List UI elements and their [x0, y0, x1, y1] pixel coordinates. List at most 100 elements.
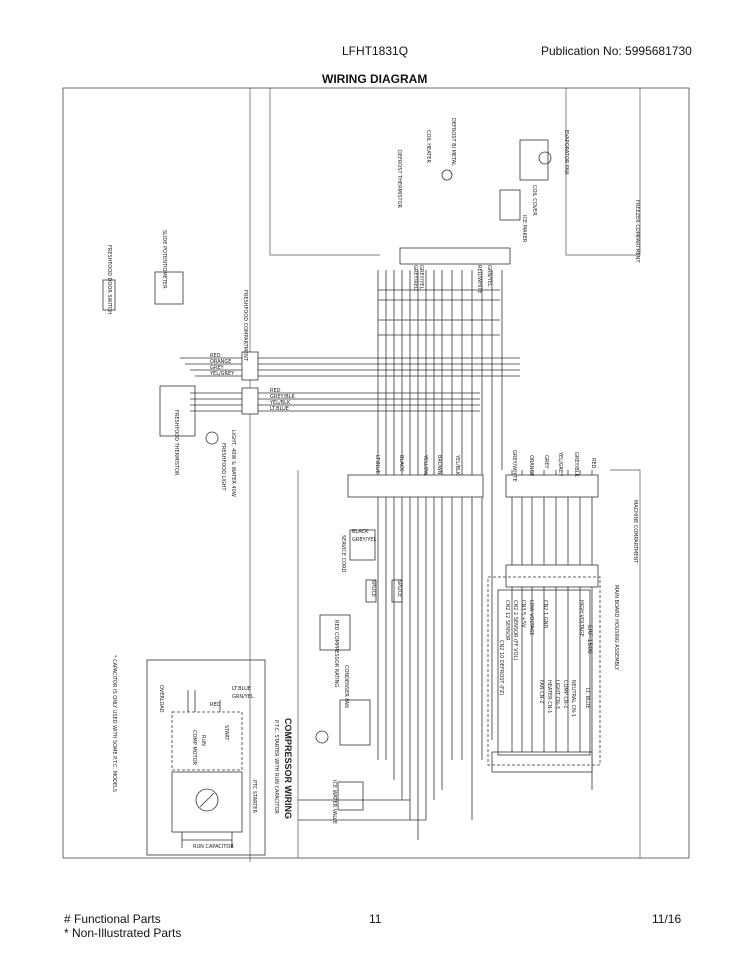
- wire-label-greyblk: GREY/BLK: [573, 452, 579, 477]
- run-label: RUN: [200, 735, 206, 746]
- board-label-gnd: CN2 1 GND: [542, 600, 548, 628]
- horizontal-wire-runs: [180, 289, 520, 821]
- left-label-red: RED: [210, 353, 221, 359]
- board-label-light: LIGHT CN-3: [554, 680, 560, 709]
- fuse-a-label: SPLICE: [370, 580, 376, 597]
- wire-label-grnyel: GRN/YEL: [486, 265, 492, 287]
- evaporator-fan-motor: [538, 151, 552, 165]
- coil-cover-label: COIL COVER: [531, 185, 537, 216]
- light-note-label: LIGHT, 40W & WATER 40W: [230, 430, 236, 497]
- board-connector-top: [505, 564, 599, 588]
- compressor-wiring-title: COMPRESSOR WIRING: [283, 718, 293, 819]
- wire-label-yellow: YELLOW: [422, 454, 428, 476]
- black-label: BLACK: [352, 529, 369, 535]
- comp-motor-box: [171, 711, 243, 771]
- erf-label: ERF-1500: [586, 625, 593, 654]
- wire-label-yelblk: YEL/BLK: [454, 454, 460, 476]
- red-label: RED: [210, 702, 221, 708]
- wire-label-redwhite: RED/WHITE: [476, 265, 482, 294]
- slide-potentiometer-label: SLIDE POTENTIOMETER: [161, 230, 167, 289]
- grey-yel-label: GREY/YEL: [352, 537, 376, 543]
- diagram-labels: FREEZER COMPARTMENT FRESHFOOD COMPARTMEN…: [106, 118, 640, 850]
- left-label-red-2: RED: [270, 388, 281, 394]
- evaporator-fan-box: [519, 139, 549, 181]
- right-harness-connector: [505, 474, 599, 498]
- compressor-wiring-box: [146, 659, 266, 856]
- ptc-diagonal: [199, 792, 215, 808]
- main-board: [497, 589, 591, 756]
- fuse-b-box: [391, 579, 403, 603]
- freshfood-thermistor-box: [159, 385, 196, 437]
- ice-water-valve-box: [337, 781, 364, 811]
- wire-label-yelgrey: YEL/GREY: [557, 451, 563, 477]
- board-label-comp: COMP CN-1: [562, 680, 568, 709]
- wire-label-greyred: GREY/RED: [412, 265, 418, 291]
- fuse-a-box: [365, 579, 377, 603]
- fuse-b-label: SPLICE: [396, 580, 402, 597]
- board-label-sensor: CN2 12 SENSOR: [504, 600, 510, 641]
- slide-potentiometer-box: [154, 271, 184, 305]
- board-label-neutral: NEUTRAL CN-1: [570, 680, 576, 717]
- diagram-frame: [62, 87, 690, 859]
- main-board-label: MAIN BOARD HOUSING ASSEMBLY: [613, 585, 619, 671]
- freezer-compartment-label: FREEZER COMPARTMENT: [634, 200, 640, 264]
- legend-functional: # Functional Parts: [64, 912, 161, 926]
- wire-label-red: RED: [590, 458, 596, 469]
- wire-label-brown: BROWN: [436, 455, 442, 475]
- freshfood-light-label: FRESHFOOD LIGHT: [220, 443, 226, 492]
- freshfood-door-switch-label: FRESHFOOD DOOR SWITCH: [106, 245, 112, 314]
- grn-yel-label: GRN/YEL: [232, 694, 254, 700]
- ptc-starter-label: PTC STARTER: [251, 780, 257, 813]
- ptc-starter-box: [171, 771, 243, 833]
- left-label-orange: ORANGE: [210, 359, 231, 365]
- compressor-leads: [181, 690, 233, 848]
- service-cord-label: SERVICE CORD: [340, 535, 346, 573]
- ice-maker-label: ICE MAKER: [521, 215, 527, 243]
- wire-label-ltblue: LT.BLUE: [374, 455, 380, 474]
- freshfood-compartment-label: FRESHFOOD COMPARTMENT: [242, 290, 248, 362]
- defrost-rating-label: RED COMPRESSOR RATING: [333, 620, 339, 687]
- machine-boundary-right: [610, 469, 641, 858]
- freezer-boundary-right: [565, 88, 641, 256]
- parts-legend: # Functional Parts * Non-Illustrated Par…: [64, 912, 181, 940]
- machine-compartment-label: MACHINE COMPARTMENT: [632, 500, 638, 564]
- page-title: WIRING DIAGRAM: [322, 72, 428, 86]
- board-label-sensor-ff: CN2 2 SENSOR (FF VOL): [512, 600, 518, 660]
- freezer-boundary-left: [269, 88, 380, 256]
- condenser-fan-motor: [315, 730, 329, 744]
- wire-label-orange: ORANGE: [528, 455, 534, 476]
- overload-label: OVERLOAD: [158, 685, 164, 713]
- board-label-fan: FAN CN-2: [538, 680, 544, 703]
- comp-motor-label: COMP MOTOR: [191, 730, 197, 766]
- ice-water-valve-label: ICE WATER VALVE: [331, 780, 337, 824]
- run-capacitor-label: RUN CAPACITOR: [193, 844, 234, 850]
- publication-number: Publication No: 5995681730: [541, 44, 692, 58]
- service-cord-box: [349, 529, 376, 561]
- board-label-ltblue: LT. BLUE: [584, 688, 590, 709]
- revision-date: 11/16: [652, 912, 682, 926]
- freshfood-thermistor-label: FRESHFOOD THERMISTOR: [173, 410, 179, 476]
- board-label-5v: CN3 5 +5V: [520, 600, 526, 628]
- start-label: START: [223, 725, 229, 741]
- board-label-defrost: CN2 10 DEFROST (FZ): [498, 640, 504, 695]
- wire-label-grey: GREY: [543, 455, 549, 470]
- board-label-low-voltage: LOW VOLTAGE: [528, 600, 534, 635]
- defrost-thermistor-label: DEFROST THERMISTOR: [396, 150, 402, 209]
- left-label-ltblue: LT.BLUE: [270, 406, 289, 412]
- board-connector-bottom: [491, 751, 593, 773]
- main-board-housing: [487, 576, 601, 766]
- wire-label-greyyel: GREY/YEL: [418, 265, 424, 289]
- defrost-bimetal-label: DEFROST BI METAL: [450, 118, 456, 166]
- condenser-fan-label: CONDENSER FAN: [343, 665, 349, 708]
- left-label-greyblk: GREY/BLK: [270, 394, 295, 400]
- wire-label-greywhite: GREY/WHITE: [511, 450, 517, 482]
- left-label-yelblk: YEL/BLK: [269, 400, 291, 406]
- freezer-connector: [399, 247, 511, 265]
- board-label-heater: HEATER CN-1: [546, 680, 552, 713]
- left-harness-connector: [347, 474, 484, 498]
- legend-non-illustrated: * Non-Illustrated Parts: [64, 926, 182, 940]
- board-label-high-voltage: HIGH VOLTAGE: [578, 600, 584, 637]
- condenser-fan-box: [339, 699, 371, 746]
- evaporator-fan-label: EVAPORATOR FAN: [563, 130, 569, 175]
